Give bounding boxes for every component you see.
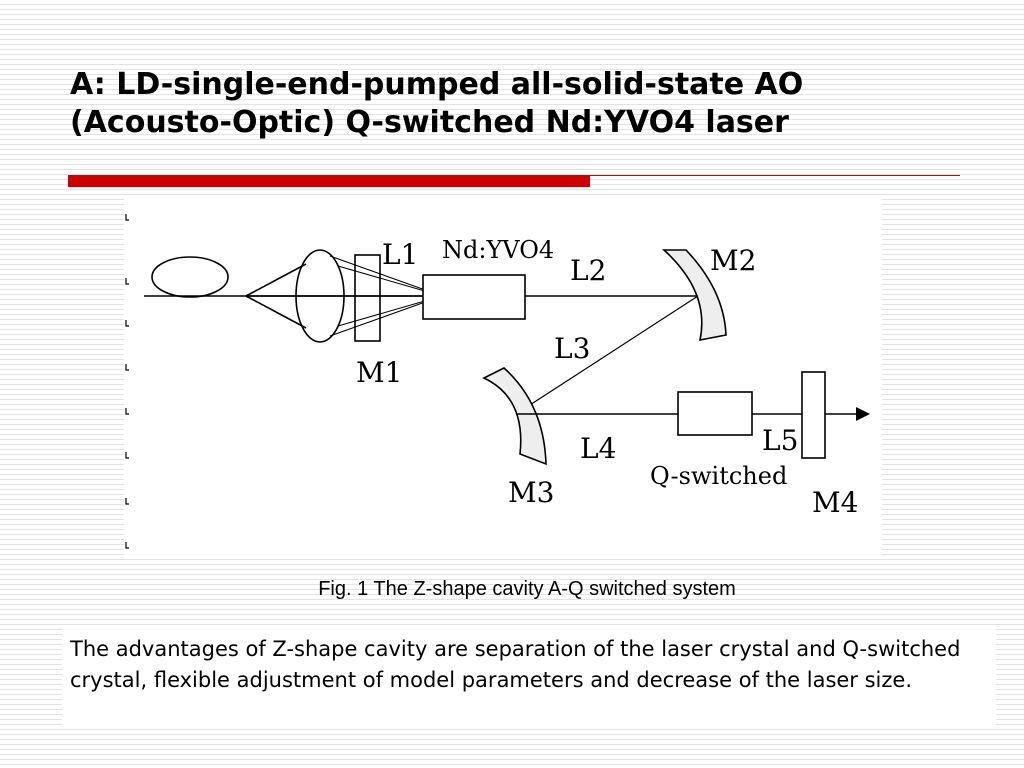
title-underline-accent [68,175,590,187]
label-m4: M4 [812,486,858,519]
beam-l3 [515,295,699,415]
focused-pump-rays [329,255,443,337]
title-line-1: A: LD-single-end-pumped all-solid-state … [70,67,804,102]
mirror-m3 [482,367,547,466]
nd-yvo4-crystal [422,274,526,320]
pump-cone [245,263,307,329]
label-nd-yvo4: Nd:YVO4 [442,236,554,264]
mirror-m2 [661,249,727,342]
q-switch-crystal [677,391,753,436]
cavity-diagram-svg: L1 Nd:YVO4 L2 M2 L3 M1 L4 L5 M3 Q-switch… [125,214,870,549]
label-q-switched: Q-switched [650,462,787,490]
label-m1: M1 [356,356,402,389]
slide-title: A: LD-single-end-pumped all-solid-state … [70,66,970,142]
description-text: The advantages of Z-shape cavity are sep… [62,626,996,726]
output-arrow [856,407,870,421]
label-l4: L4 [580,432,616,465]
label-l5: L5 [762,424,798,457]
figure-caption: Fig. 1 The Z-shape cavity A-Q switched s… [318,578,736,600]
label-l3: L3 [554,332,590,365]
label-l1: L1 [382,238,418,271]
mirror-m4 [801,371,826,459]
label-l2: L2 [570,254,606,287]
mirror-m1 [354,254,381,342]
focusing-lens-l1 [295,249,345,343]
title-line-2: (Acousto-Optic) Q-switched Nd:YVO4 laser [70,105,789,140]
label-m2: M2 [710,244,756,277]
pump-diode-lens [151,256,229,298]
title-underline-thin [590,175,960,176]
label-m3: M3 [508,476,554,509]
margin-marks [125,214,129,549]
cavity-diagram: L1 Nd:YVO4 L2 M2 L3 M1 L4 L5 M3 Q-switch… [124,198,882,558]
